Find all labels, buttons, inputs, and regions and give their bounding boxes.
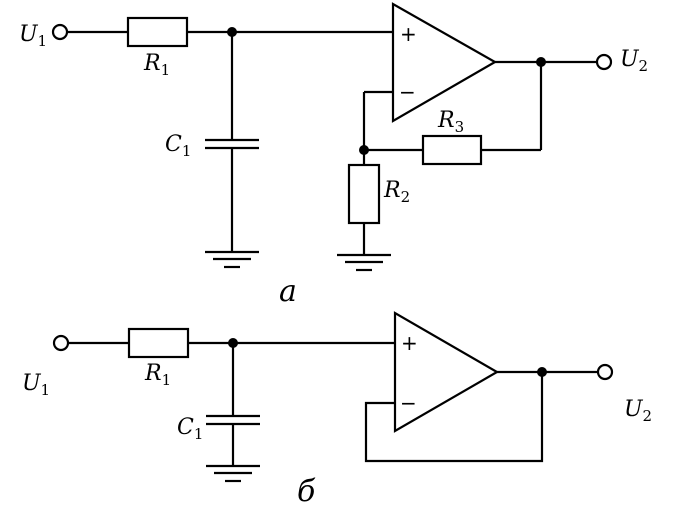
caption-b: б [297, 474, 316, 509]
input-terminal-a [51, 23, 69, 41]
ground-icon [337, 253, 391, 272]
output-terminal-b [596, 363, 614, 381]
label-c1-a: C1 [165, 132, 191, 160]
caption-a: а [279, 274, 297, 309]
resistor-r1-b [127, 327, 190, 359]
label-r1-a: R1 [143, 51, 170, 79]
wire-b-feedback [364, 372, 544, 463]
resistor-r2-a [347, 163, 381, 225]
label-u2-a: U2 [620, 47, 648, 75]
input-terminal-b [52, 334, 70, 352]
label-r3-a: R3 [437, 108, 464, 136]
output-terminal-a [595, 53, 613, 71]
op-amp-a-plus-sign: + [400, 22, 417, 46]
resistor-r3-a [421, 134, 483, 166]
label-u2-b: U2 [624, 397, 652, 425]
op-amp-b-plus-sign: + [401, 331, 418, 355]
label-u1-b: U1 [22, 371, 50, 399]
label-r1-b: R1 [144, 361, 171, 389]
circuit-a: + − U1 U2 R1 C1 R3 R2 а [19, 2, 648, 309]
label-c1-b: C1 [177, 415, 203, 443]
op-amp-a [391, 2, 498, 123]
op-amp-a-minus-sign: − [399, 80, 416, 104]
label-r2-a: R2 [383, 178, 410, 206]
circuit-b: + − U1 U2 R1 C1 б [22, 311, 652, 509]
ground-icon [206, 464, 260, 483]
ground-icon [205, 250, 259, 269]
label-u1-a: U1 [19, 22, 47, 50]
resistor-r1-a [126, 16, 189, 48]
op-amp-b [393, 311, 500, 433]
op-amp-b-minus-sign: − [400, 391, 417, 415]
